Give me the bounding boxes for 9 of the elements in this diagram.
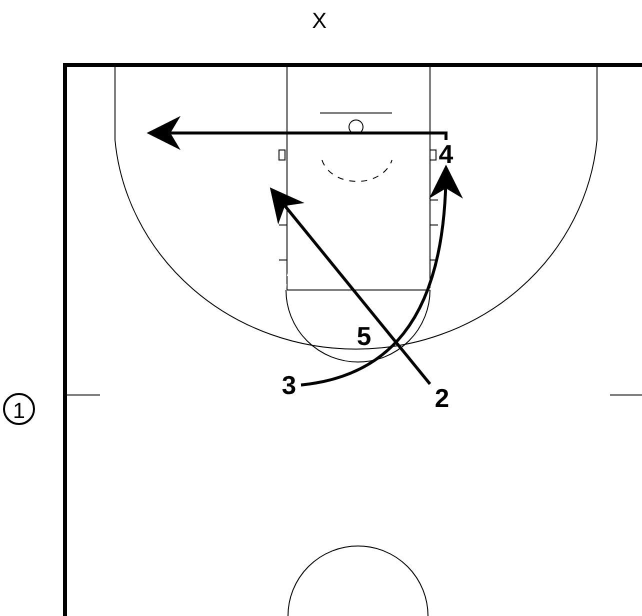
player-number: 5: [352, 322, 376, 350]
player-number: 3: [277, 371, 301, 399]
movement-arrow: [270, 187, 432, 385]
movement-arrow: [300, 164, 462, 386]
movement-arrow: [146, 116, 448, 150]
player-number: 4: [434, 140, 458, 168]
player-number: 2: [430, 384, 454, 412]
label-text: X: [312, 8, 327, 34]
player-marker: 1: [3, 393, 35, 425]
